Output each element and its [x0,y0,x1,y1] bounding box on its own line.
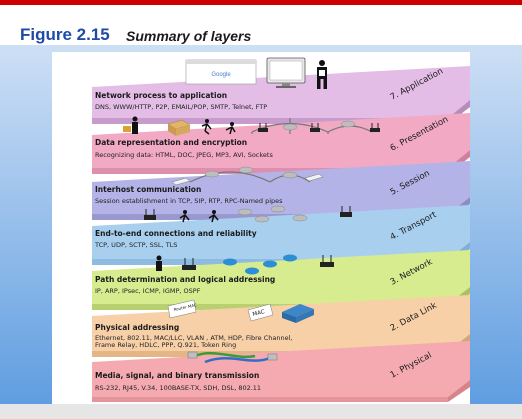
layer-slab [92,66,470,118]
package-icon [167,119,191,136]
router-icon [144,206,352,220]
layer-name: Media, signal, and binary transmission [95,371,259,380]
layer-protocols: TCP, UDP, SCTP, SSL, TLS [94,241,177,249]
figure-header: Figure 2.15 Summary of layers [0,5,522,45]
cloud-icon [237,205,308,223]
router-icon [182,255,334,270]
layer-slab [92,113,470,168]
layer-name: Interhost communication [95,185,201,194]
layer-name: Physical addressing [95,323,179,332]
laptop-icon [171,173,324,186]
layer-name: Path determination and logical addressin… [95,275,275,284]
layer-slab [92,295,470,351]
bridge-icon [189,166,311,183]
top-accent-bar [0,0,522,5]
layer-slab-side [448,380,470,402]
layer-slab [92,205,470,259]
layer-protocols: DNS, WWW/HTTP, P2P, EMAIL/POP, SMTP, Tel… [95,103,267,111]
layer-protocols: RS-232, RJ45, V.34, 100BASE-TX, SDH, DSL… [95,384,261,392]
mac-tag-text: MAC [252,309,265,318]
browser-window-icon: Google [185,59,257,85]
figure-title: Summary of layers [126,28,252,44]
layer-slab-front [92,118,448,124]
layer-slab-front [92,397,448,402]
monitor-icon [266,57,306,88]
cable-icon [187,351,278,364]
router-icon [258,123,380,132]
browser-logo-text: Google [211,72,231,78]
bridge-icon [251,118,373,134]
layer-slab [92,161,470,214]
layer-protocols: Recognizing data: HTML, DOC, JPEG, MP3, … [95,151,273,159]
layer-application: Google Network process to application DN… [92,57,470,124]
layer-protocols: Session establishment in TCP, SIP, RTP, … [95,197,283,205]
layer-slab-front [92,168,448,174]
layer-presentation: Data representation and encryption Recog… [92,113,470,174]
switch-tag-icon: Router MAC [167,299,197,319]
layer-protocols: Ethernet, 802.11, MAC/LLC, VLAN , ATM, H… [95,334,292,342]
layer-name: Network process to application [95,91,227,100]
figure-number: Figure 2.15 [20,25,110,44]
running-people-icon [179,210,219,223]
switch-icon [223,254,297,275]
layer-slab [92,250,470,304]
person-icon [317,60,327,89]
layer-name: Data representation and encryption [95,138,247,147]
layer-physical: Media, signal, and binary transmission R… [92,341,470,402]
switch-tag-text: Router MAC [173,302,197,312]
layer-protocols: Frame Relay, HDLC, PPP, Q.921, Token Rin… [95,341,236,349]
mac-tag-icon: MAC [247,303,274,322]
running-people-icon [201,119,236,135]
person-icon [156,255,162,271]
layer-name: End-to-end connections and reliability [95,229,257,238]
layer-slab [92,341,470,397]
network-switch-icon [282,304,314,323]
footer-bar [0,404,522,419]
person-with-box-icon [123,116,138,134]
layer-protocols: IP, ARP, IPsec, ICMP, IGMP, OSPF [95,287,201,295]
